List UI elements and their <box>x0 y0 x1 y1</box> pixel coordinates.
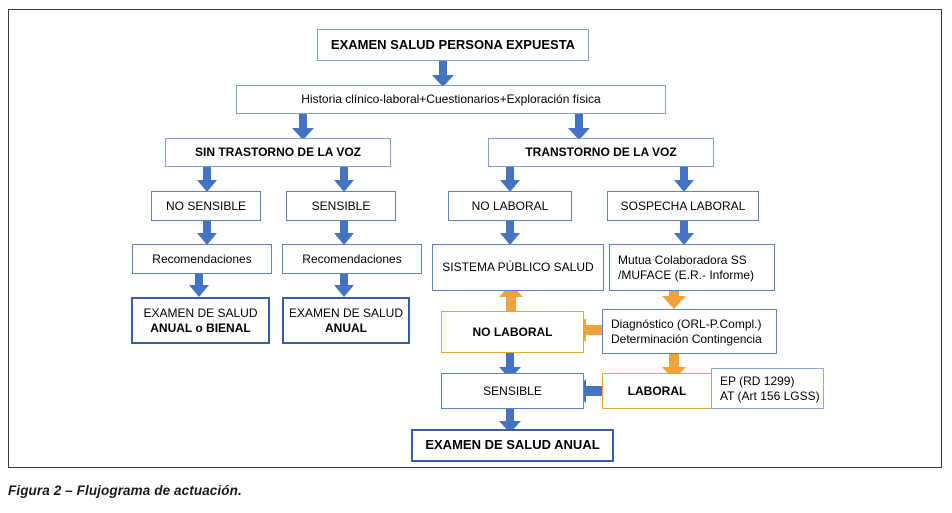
node-laboral[interactable]: LABORAL <box>602 373 712 409</box>
node-sistema-publico-salud[interactable]: SISTEMA PÚBLICO SALUD <box>432 244 604 291</box>
node-diagnostico-contingencia[interactable]: Diagnóstico (ORL-P.Compl.) Determinación… <box>602 309 777 354</box>
node-label: NO LABORAL <box>471 198 549 213</box>
arrow-no-laboral-to-sensible <box>498 352 522 380</box>
node-label: Historia clínico-laboral+Cuestionarios+E… <box>301 92 601 106</box>
arrow-no-laboral-to-sistema-publico <box>499 220 521 246</box>
node-label: NO LABORAL <box>472 324 553 339</box>
node-label-line-1: EXAMEN DE SALUD <box>288 305 404 320</box>
node-examen-de-salud-anual-o-bienal[interactable]: EXAMEN DE SALUD ANUAL o BIENAL <box>131 297 270 344</box>
node-label-line-1: EP (RD 1299) <box>720 373 795 388</box>
node-label-line-2: ANUAL o BIENAL <box>150 320 251 335</box>
node-sospecha-laboral[interactable]: SOSPECHA LABORAL <box>607 191 759 221</box>
arrow-historia-to-sin-trastorno <box>291 113 315 141</box>
node-label: LABORAL <box>627 383 687 398</box>
node-label-line-2: /MUFACE (E.R.- Informe) <box>618 267 755 282</box>
node-label-line-1: Diagnóstico (ORL-P.Compl.) <box>611 316 762 331</box>
node-label-line-1: EXAMEN DE SALUD <box>143 305 258 320</box>
node-sensible-bottom[interactable]: SENSIBLE <box>441 373 584 409</box>
node-examen-de-salud-anual-final[interactable]: EXAMEN DE SALUD ANUAL <box>411 429 614 462</box>
arrow-historia-to-transtorno <box>567 113 591 141</box>
node-recomendaciones-2[interactable]: Recomendaciones <box>282 244 422 274</box>
arrow-sospecha-laboral-to-mutua <box>673 220 695 246</box>
node-no-sensible[interactable]: NO SENSIBLE <box>151 191 261 221</box>
arrow-sensible-to-examen-salud-anual <box>498 406 522 434</box>
node-label: Recomendaciones <box>302 251 402 266</box>
node-label: EXAMEN SALUD PERSONA EXPUESTA <box>330 36 576 52</box>
node-ep-at-normativa[interactable]: EP (RD 1299) AT (Art 156 LGSS) <box>711 368 824 409</box>
node-label: SOSPECHA LABORAL <box>620 198 746 213</box>
arrow-mutua-to-diagnostico <box>661 281 687 310</box>
arrow-root-to-historia <box>431 60 455 88</box>
arrow-no-sensible-to-recomendaciones <box>196 220 218 246</box>
node-examen-salud-persona-expuesta[interactable]: EXAMEN SALUD PERSONA EXPUESTA <box>317 29 589 61</box>
arrow-transtorno-to-no-laboral <box>499 166 521 193</box>
figure-caption: Figura 2 – Flujograma de actuación. <box>8 483 242 498</box>
node-label-line-2: ANUAL <box>325 320 367 335</box>
node-label: SENSIBLE <box>483 383 542 398</box>
node-label: SISTEMA PÚBLICO SALUD <box>442 260 594 274</box>
node-label-line-2: AT (Art 156 LGSS) <box>720 388 820 403</box>
node-label-line-2: Determinación Contingencia <box>611 331 762 346</box>
node-label: SENSIBLE <box>311 198 371 213</box>
node-label: NO SENSIBLE <box>165 198 247 213</box>
node-recomendaciones-1[interactable]: Recomendaciones <box>132 244 272 274</box>
node-examen-de-salud-anual[interactable]: EXAMEN DE SALUD ANUAL <box>282 297 410 344</box>
node-no-laboral-top[interactable]: NO LABORAL <box>448 191 572 221</box>
node-label: EXAMEN DE SALUD ANUAL <box>425 437 600 453</box>
arrow-sin-trastorno-to-sensible <box>333 166 355 193</box>
node-no-laboral-mid[interactable]: NO LABORAL <box>441 311 584 353</box>
arrow-sin-trastorno-to-no-sensible <box>196 166 218 193</box>
arrow-recomendaciones-to-examen-bienal <box>188 272 210 298</box>
node-label: Recomendaciones <box>152 251 252 266</box>
node-transtorno-de-la-voz[interactable]: TRANSTORNO DE LA VOZ <box>488 138 714 167</box>
arrow-sensible-to-recomendaciones <box>333 220 355 246</box>
node-mutua-colaboradora[interactable]: Mutua Colaboradora SS /MUFACE (E.R.- Inf… <box>609 244 775 291</box>
node-sin-trastorno-de-la-voz[interactable]: SIN TRASTORNO DE LA VOZ <box>165 138 391 167</box>
node-sensible-left[interactable]: SENSIBLE <box>286 191 396 221</box>
node-label: SIN TRASTORNO DE LA VOZ <box>194 145 361 159</box>
arrow-transtorno-to-sospecha-laboral <box>673 166 695 193</box>
node-historia-clinico-laboral[interactable]: Historia clínico-laboral+Cuestionarios+E… <box>236 85 666 114</box>
arrow-recomendaciones-to-examen-anual <box>333 272 355 298</box>
node-label: TRANSTORNO DE LA VOZ <box>525 145 677 159</box>
node-label-line-1: Mutua Colaboradora SS <box>618 252 747 267</box>
